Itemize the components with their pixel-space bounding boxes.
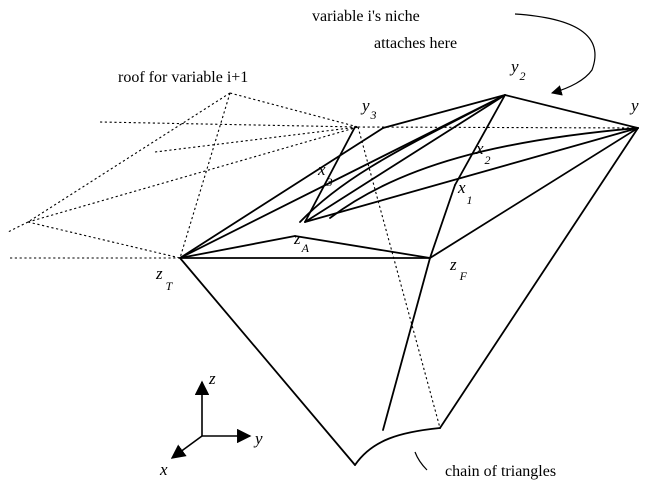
coordinate-axes (170, 380, 252, 459)
vertex-label-x2: x2 (475, 139, 491, 167)
vertex-label-y3: y3 (360, 96, 377, 122)
annotation-chain: chain of triangles (445, 463, 556, 480)
annotation-arrows (414, 13, 596, 471)
vertex-label-y2: y2 (509, 57, 526, 83)
annotation-niche-line2: attaches here (374, 35, 457, 52)
annotation-niche-line1: variable i's niche (312, 8, 420, 25)
axis-label-z: z (208, 369, 216, 388)
axis-label-y: y (253, 429, 263, 448)
dashed-roof (7, 92, 639, 429)
axis-label-x: x (159, 460, 168, 479)
vertex-label-zA: zA (293, 229, 310, 255)
annotation-roof: roof for variable i+1 (118, 69, 248, 86)
vertex-label-x3: x3 (317, 160, 333, 189)
vertex-label-zT: zT (155, 264, 174, 293)
vertex-label-x1: x1 (457, 178, 473, 207)
solid-polyhedron (179, 94, 639, 466)
vertex-label-y: y (629, 96, 639, 115)
vertex-label-zF: zF (449, 255, 468, 283)
